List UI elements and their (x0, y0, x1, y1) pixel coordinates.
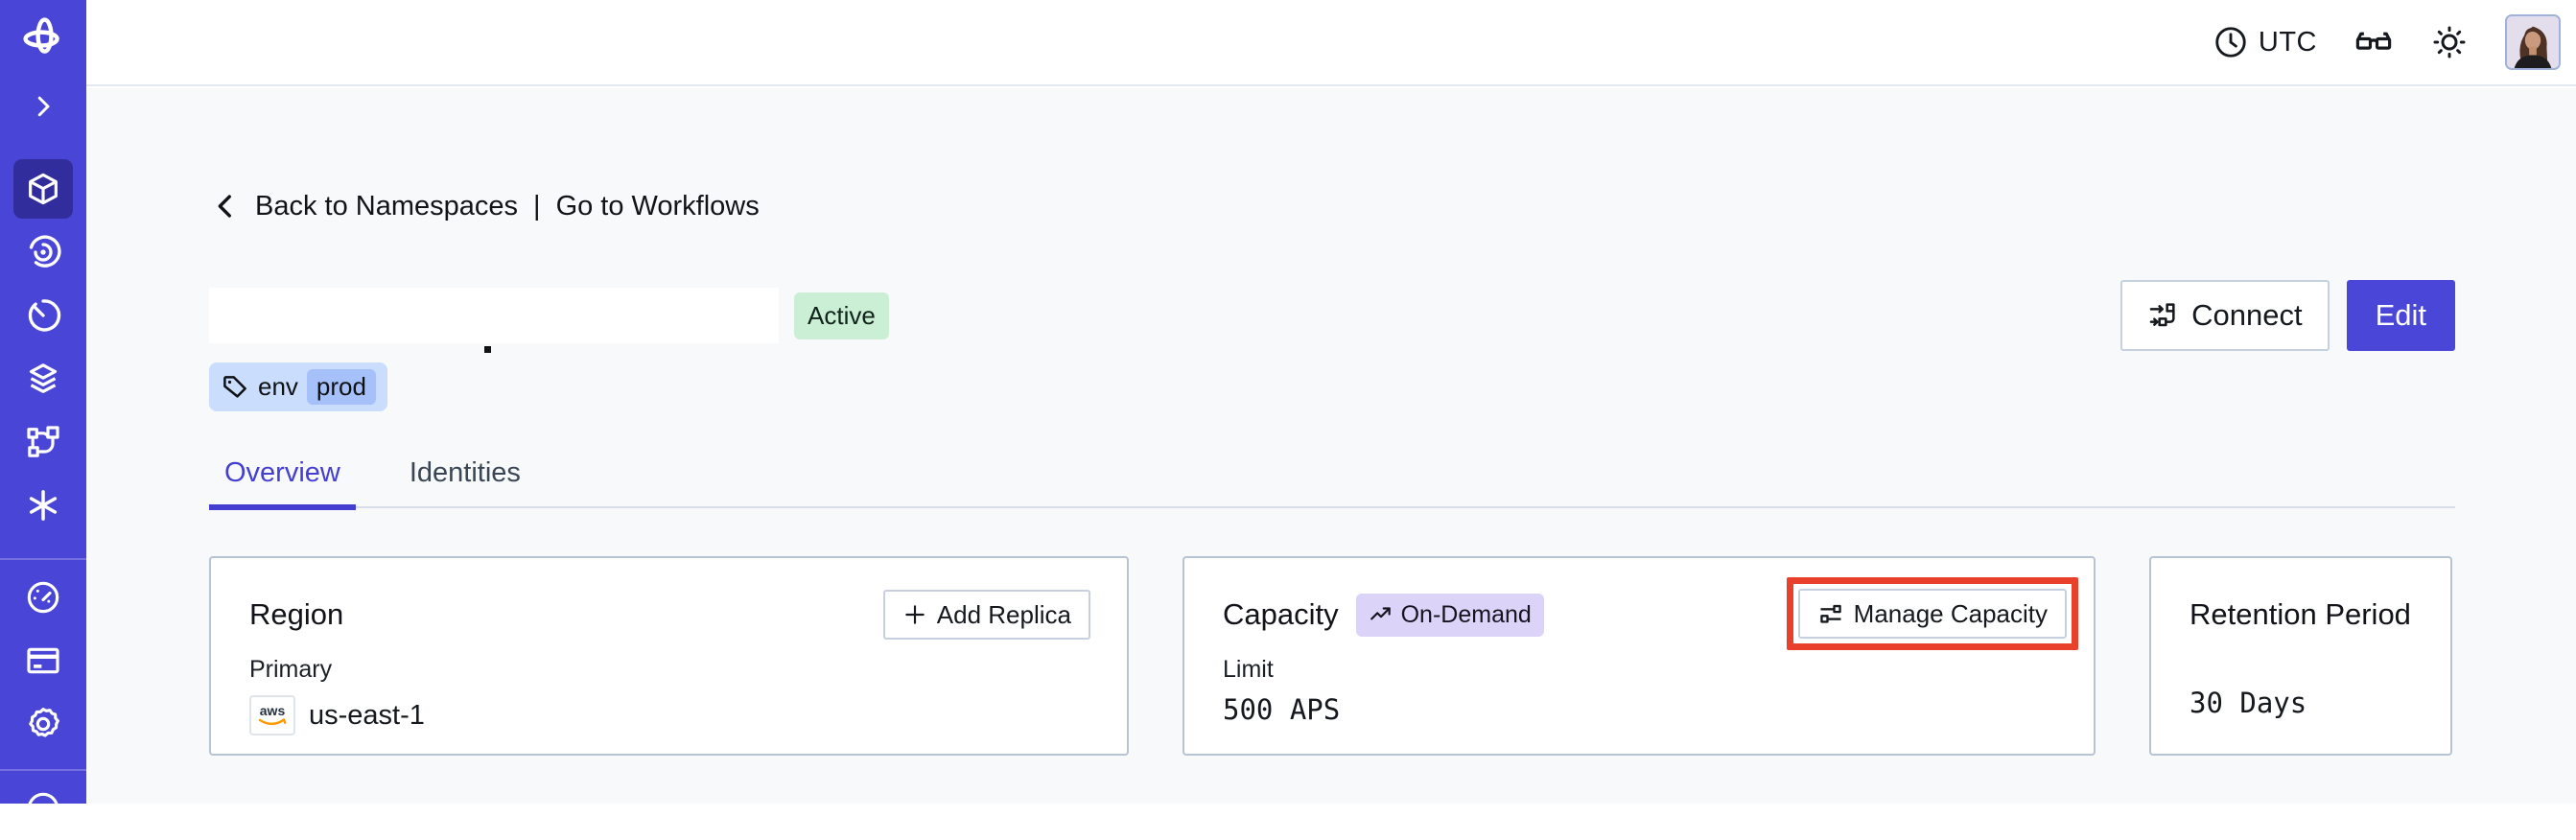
temporal-logo-icon (23, 17, 59, 54)
connect-icon (2149, 303, 2175, 327)
trending-up-icon (1370, 607, 1391, 620)
labs-toggle[interactable] (2354, 22, 2394, 62)
sidebar-item-usage[interactable] (0, 566, 86, 629)
sidebar-expand-button[interactable] (0, 75, 86, 138)
redacted-namespace-name (209, 288, 779, 353)
aws-logo-icon: aws (258, 703, 287, 726)
theme-toggle[interactable] (2430, 23, 2469, 61)
back-chevron-icon[interactable] (209, 190, 242, 222)
tab-overview[interactable]: Overview (209, 457, 356, 510)
region-card-title: Region (249, 597, 344, 631)
capacity-card-header: Capacity On-Demand (1223, 593, 2055, 637)
sliders-icon (1819, 604, 1841, 623)
connect-label: Connect (2191, 298, 2303, 332)
manage-capacity-label: Manage Capacity (1853, 598, 2048, 628)
sidebar-item-deployments[interactable] (0, 347, 86, 410)
gear-icon (29, 708, 59, 737)
avatar-image (2507, 16, 2559, 68)
tag-key: env (258, 372, 298, 401)
sidebar-item-schedules[interactable] (0, 284, 86, 347)
timezone-label: UTC (2258, 26, 2317, 58)
sidebar-item-batch-operations[interactable] (0, 474, 86, 537)
sidebar-item-namespaces[interactable] (0, 157, 86, 221)
region-value-row: aws us-east-1 (249, 695, 1089, 735)
retention-card-header: Retention Period (2190, 593, 2412, 637)
limit-label: Limit (1223, 656, 1274, 683)
sidebar-divider (0, 769, 86, 771)
support-icon (27, 792, 59, 825)
breadcrumb-separator: | (533, 190, 541, 222)
summary-cards: Region Add Replica Primary aws us-east-1 (209, 556, 2455, 756)
gauge-icon (27, 581, 59, 614)
sidebar-divider (0, 558, 86, 560)
ondemand-label: On-Demand (1400, 600, 1532, 628)
region-value: us-east-1 (309, 699, 425, 731)
namespace-tag: env prod (209, 362, 387, 411)
timezone-selector[interactable]: UTC (2213, 24, 2317, 60)
tag-icon (223, 375, 246, 398)
go-to-workflows-link[interactable]: Go to Workflows (555, 190, 760, 222)
sidebar (0, 0, 86, 825)
limit-value: 500 APS (1223, 693, 1341, 726)
chevron-right-icon (37, 96, 50, 117)
plus-icon (905, 605, 925, 624)
retention-card-title: Retention Period (2190, 597, 2411, 631)
add-replica-button[interactable]: Add Replica (882, 590, 1090, 640)
sidebar-item-settings[interactable] (0, 692, 86, 756)
user-avatar[interactable] (2505, 14, 2561, 70)
sidebar-item-nexus[interactable] (0, 410, 86, 474)
branch-icon (27, 426, 59, 457)
back-to-namespaces-link[interactable]: Back to Namespaces (255, 190, 519, 222)
clock-icon (2215, 27, 2246, 58)
aws-text: aws (260, 703, 286, 718)
active-item-highlight (13, 159, 73, 219)
aws-logo: aws (249, 695, 295, 735)
asterisk-icon (29, 490, 58, 521)
timer-icon (28, 299, 61, 332)
sidebar-item-workflows[interactable] (0, 221, 86, 284)
capacity-card: Capacity On-Demand (1183, 556, 2096, 756)
sidebar-item-billing[interactable] (0, 629, 86, 692)
ondemand-badge: On-Demand (1355, 593, 1544, 637)
tag-row: env prod (209, 362, 2455, 411)
breadcrumb: Back to Namespaces | Go to Workflows (209, 190, 2455, 222)
status-badge: Active (794, 292, 889, 339)
sidebar-item-support[interactable] (0, 777, 86, 840)
primary-label: Primary (249, 656, 333, 683)
cube-icon (29, 173, 58, 205)
annotation-highlight-box: Manage Capacity (1786, 577, 2078, 650)
region-card-header: Region (249, 593, 1089, 637)
retention-value: 30 Days (2190, 687, 2307, 719)
main-content: Back to Namespaces | Go to Workflows Act… (86, 88, 2576, 804)
spiral-icon (29, 235, 61, 268)
temporal-logo (0, 0, 86, 75)
edit-label: Edit (2375, 298, 2426, 332)
tab-bar: Overview Identities (209, 457, 2455, 510)
credit-card-icon (27, 647, 59, 674)
layers-icon (29, 363, 58, 393)
title-actions: Connect Edit (2120, 280, 2455, 351)
glasses-icon (2355, 32, 2392, 50)
topbar: UTC (86, 0, 2576, 86)
sun-icon (2433, 26, 2466, 58)
connect-button[interactable]: Connect (2120, 280, 2330, 351)
manage-capacity-button[interactable]: Manage Capacity (1797, 589, 2067, 639)
namespace-name-remnant (484, 346, 491, 353)
tag-value: prod (306, 369, 376, 405)
capacity-card-title: Capacity (1223, 597, 1339, 631)
tab-identities[interactable]: Identities (409, 457, 521, 488)
namespace-title-row: Active Connect Edit (209, 280, 2455, 353)
edit-button[interactable]: Edit (2346, 280, 2455, 351)
add-replica-label: Add Replica (936, 599, 1071, 629)
region-card: Region Add Replica Primary aws us-east-1 (209, 556, 1129, 756)
retention-card: Retention Period 30 Days (2149, 556, 2452, 756)
